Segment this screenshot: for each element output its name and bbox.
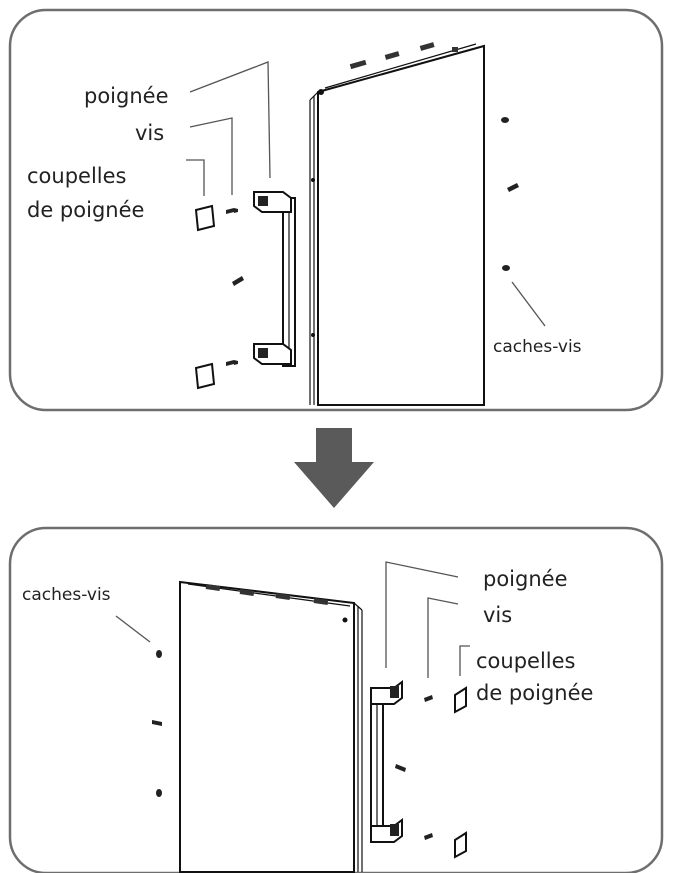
top-screw-spare xyxy=(232,276,244,286)
bottom-leader-screw-covers xyxy=(115,615,151,643)
bottom-handle-cup-lower xyxy=(454,831,467,859)
bottom-label-screws: vis xyxy=(483,603,512,627)
bottom-label-cups-line1: coupelles xyxy=(476,649,575,673)
bottom-screw-covers xyxy=(152,650,162,797)
top-handle-cup-upper xyxy=(194,204,216,232)
top-label-handle: poignée xyxy=(84,84,169,108)
bottom-leader-cups xyxy=(459,645,470,676)
top-door xyxy=(309,42,485,406)
bottom-label-screw-covers: caches-vis xyxy=(22,585,111,605)
bottom-panel: poignée vis coupelles de poignée caches-… xyxy=(8,526,664,873)
bottom-leader-screws xyxy=(427,597,459,678)
arrow-down-icon xyxy=(294,428,374,508)
top-handle-cup-lower xyxy=(194,362,216,390)
top-leader-screws xyxy=(189,117,233,195)
top-panel: poignée vis coupelles de poignée caches-… xyxy=(8,8,664,412)
top-label-cups-line2: de poignée xyxy=(27,198,144,222)
bottom-handle xyxy=(370,680,403,843)
top-label-cups-line1: coupelles xyxy=(27,164,126,188)
top-leader-cups xyxy=(186,159,205,196)
bottom-leader-handle xyxy=(385,561,459,668)
top-label-screws: vis xyxy=(135,121,164,145)
top-label-screw-covers: caches-vis xyxy=(493,337,582,357)
bottom-handle-cup-upper xyxy=(454,686,467,714)
top-screws xyxy=(226,208,244,366)
bottom-screw-spare xyxy=(395,764,406,772)
top-leader-screw-covers xyxy=(511,281,546,327)
bottom-door xyxy=(179,580,363,873)
bottom-label-cups-line2: de poignée xyxy=(476,681,593,705)
top-leader-handle xyxy=(189,61,271,179)
bottom-label-handle: poignée xyxy=(483,567,568,591)
top-screw-covers xyxy=(501,117,519,271)
top-handle xyxy=(253,191,296,367)
bottom-screws xyxy=(395,695,433,840)
